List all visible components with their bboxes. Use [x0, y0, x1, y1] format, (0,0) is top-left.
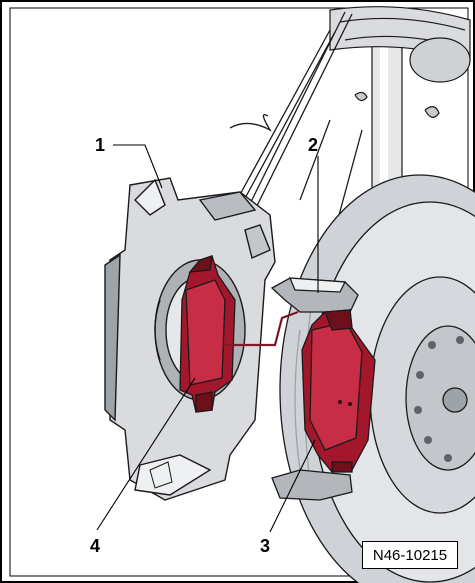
callout-2: 2: [308, 135, 319, 155]
brake-pad-outer: [179, 255, 236, 413]
leader-line-4: [96, 377, 196, 531]
callout-4: 4: [90, 536, 101, 556]
brake-pad-inner: [301, 309, 376, 473]
figure-reference-code: N46-10215: [362, 541, 458, 569]
callout-3: 3: [260, 536, 271, 556]
leader-line-1: [113, 144, 163, 189]
callout-1: 1: [95, 135, 106, 155]
lower-clip: [271, 469, 353, 501]
brake-lines: [224, 11, 363, 233]
leader-lines: [96, 144, 319, 533]
pad-clip: [270, 277, 359, 313]
leader-line-3: [269, 439, 316, 533]
